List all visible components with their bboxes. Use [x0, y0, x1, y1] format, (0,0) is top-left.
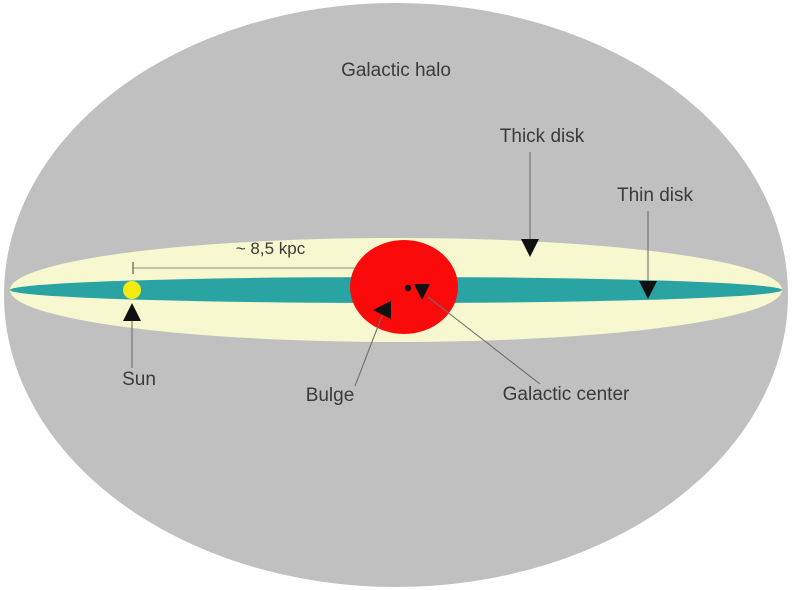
leader-bulge — [354, 315, 383, 387]
thin-disk-arrow — [639, 281, 657, 299]
thick-disk-arrow — [521, 239, 539, 257]
leader-galactic-center — [427, 296, 541, 385]
label-sun: Sun — [122, 369, 156, 390]
label-galactic-center: Galactic center — [503, 384, 630, 405]
label-thick-disk: Thick disk — [500, 126, 585, 147]
label-bulge: Bulge — [306, 385, 355, 406]
bulge-shape — [350, 240, 458, 334]
sun-shape — [123, 281, 141, 299]
galactic-center-arrow — [414, 284, 430, 300]
label-galactic-halo: Galactic halo — [341, 60, 451, 81]
label-scale-distance: ~ 8,5 kpc — [236, 239, 306, 258]
label-thin-disk: Thin disk — [617, 185, 694, 206]
leader-lines — [131, 152, 649, 387]
bulge-arrow — [373, 301, 391, 319]
arrow-markers — [123, 239, 657, 321]
galactic-center-dot — [404, 284, 412, 292]
sun-arrow — [123, 303, 141, 321]
